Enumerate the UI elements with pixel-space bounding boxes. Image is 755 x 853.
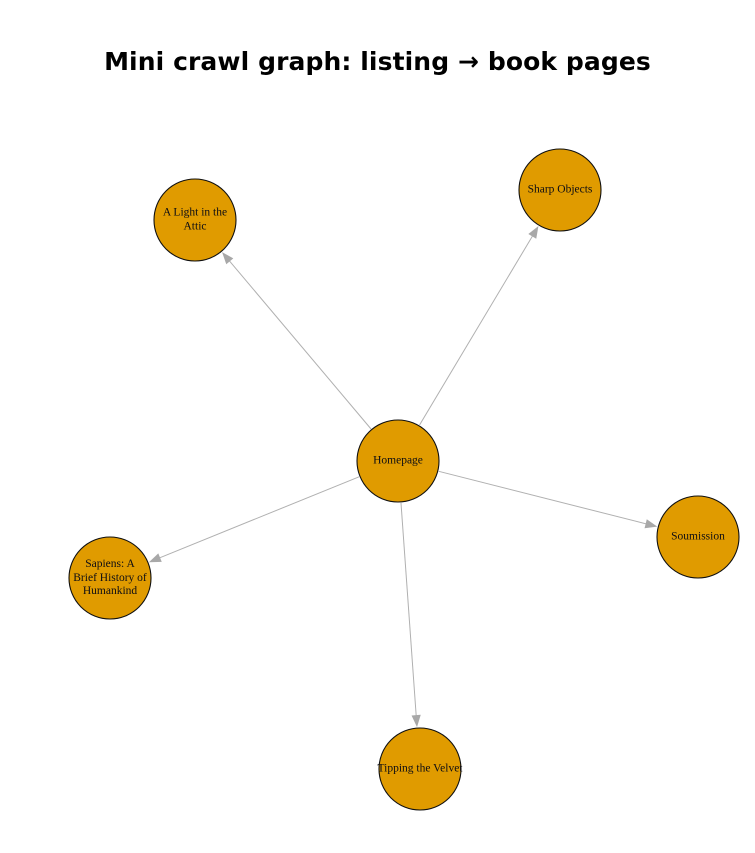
graph-edge <box>438 470 648 525</box>
graph-edge <box>400 502 417 718</box>
node-layer <box>68 148 740 811</box>
graph-node-tipping-the-velvet[interactable] <box>378 727 462 811</box>
edge-arrowhead-icon <box>222 252 234 265</box>
graph-node-sharp-objects[interactable] <box>518 148 602 232</box>
edge-arrowhead-icon <box>148 553 162 563</box>
graph-node-soumission[interactable] <box>656 495 740 579</box>
graph-edge <box>419 234 534 426</box>
graph-edge <box>228 259 372 430</box>
edge-arrowhead-icon <box>644 519 658 529</box>
page-title: Mini crawl graph: listing → book pages <box>104 47 651 76</box>
graph-node-homepage[interactable] <box>356 419 440 503</box>
graph-node-sapiens[interactable] <box>68 536 152 620</box>
edge-layer <box>148 226 658 728</box>
edge-arrowhead-icon <box>411 714 421 728</box>
graph-node-a-light-in-the-attic[interactable] <box>153 178 237 262</box>
graph-edge <box>157 476 360 559</box>
edge-arrowhead-icon <box>528 226 539 239</box>
